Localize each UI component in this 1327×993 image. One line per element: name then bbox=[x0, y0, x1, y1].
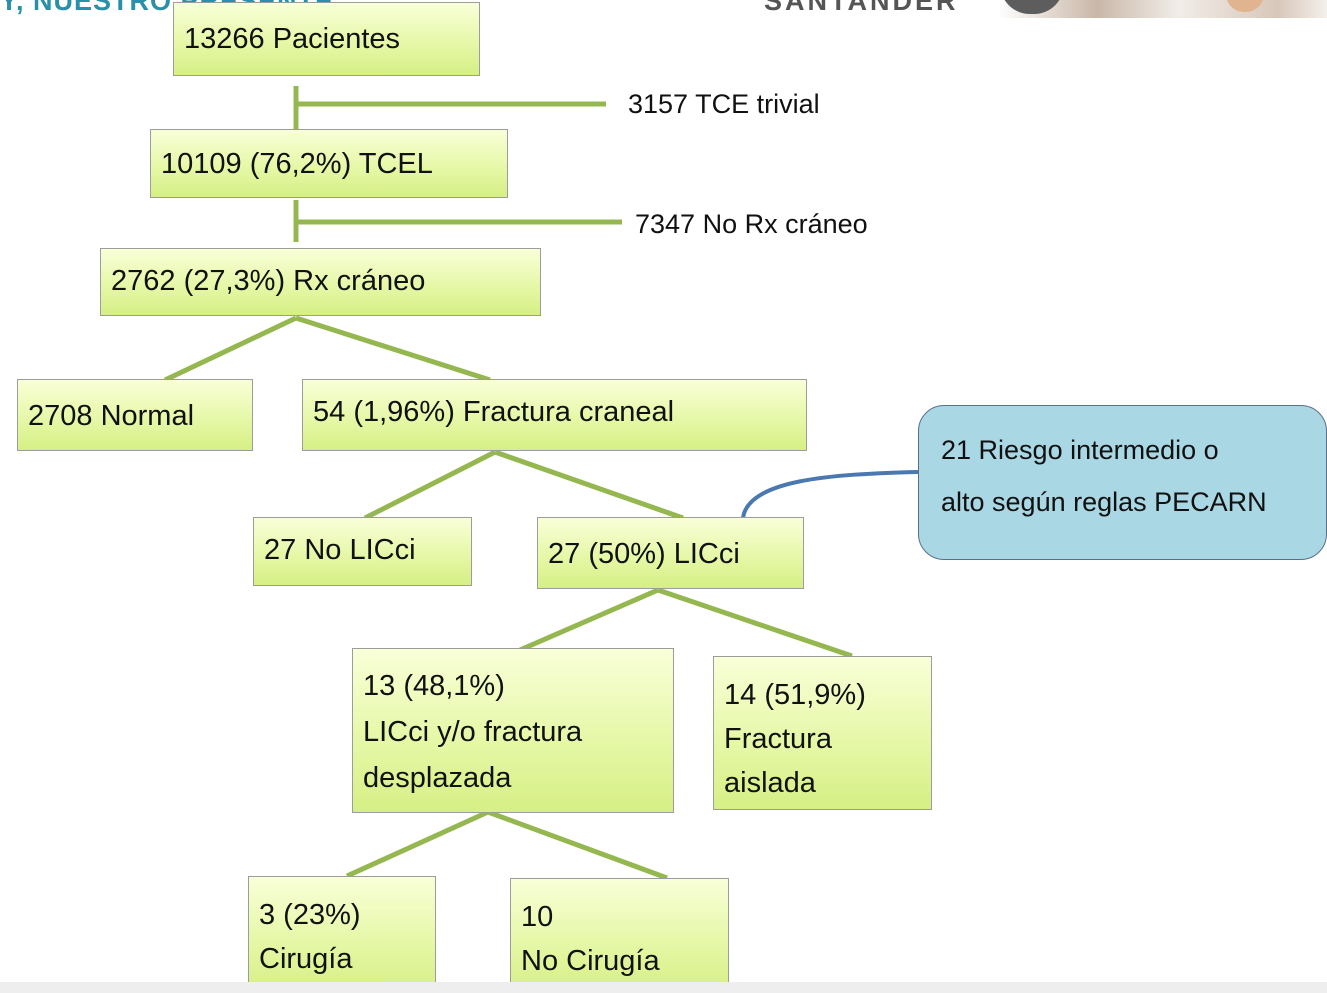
node-fractura-aislada-line-2: Fractura bbox=[724, 723, 832, 755]
node-pacientes: 13266 Pacientes bbox=[173, 2, 480, 76]
node-normal: 2708 Normal bbox=[17, 379, 253, 451]
node-licci-desplazada-line-3: desplazada bbox=[363, 762, 512, 794]
node-no-cirugia: 10 No Cirugía bbox=[510, 878, 729, 993]
node-no-licci-label: 27 No LICci bbox=[264, 534, 416, 566]
callout-connector bbox=[741, 470, 919, 519]
node-licci-desplazada-line-2: LICci y/o fractura bbox=[363, 716, 583, 748]
node-no-licci: 27 No LICci bbox=[253, 517, 472, 586]
node-cirugia-line-1: 3 (23%) bbox=[259, 899, 361, 931]
node-tcel-label: 10109 (76,2%) TCEL bbox=[161, 148, 433, 180]
node-tcel: 10109 (76,2%) TCEL bbox=[150, 129, 508, 198]
node-fractura-aislada: 14 (51,9%) Fractura aislada bbox=[713, 656, 932, 810]
pecarn-callout-line-1: 21 Riesgo intermedio o bbox=[941, 435, 1219, 465]
node-fractura-aislada-line-1: 14 (51,9%) bbox=[724, 679, 866, 711]
node-pacientes-label: 13266 Pacientes bbox=[184, 23, 401, 55]
node-no-cirugia-line-2: No Cirugía bbox=[521, 945, 660, 977]
pecarn-callout-line-2: alto según reglas PECARN bbox=[941, 487, 1267, 517]
connector-fractura-licci bbox=[494, 449, 684, 521]
connector-desplazada-nocirugia bbox=[487, 809, 668, 881]
node-rx-craneo-label: 2762 (27,3%) Rx cráneo bbox=[111, 265, 426, 297]
node-cirugia-line-2: Cirugía bbox=[259, 943, 353, 975]
pecarn-callout: 21 Riesgo intermedio o alto según reglas… bbox=[918, 405, 1327, 560]
node-fractura-aislada-line-3: aislada bbox=[724, 767, 816, 799]
connector-rx-fractura bbox=[295, 315, 491, 383]
side-label-no-rx-craneo: 7347 No Rx cráneo bbox=[635, 209, 868, 239]
node-no-cirugia-line-1: 10 bbox=[521, 901, 554, 933]
connector-fractura-nolicci bbox=[363, 449, 497, 521]
header-photo-figure bbox=[1000, 0, 1064, 14]
node-licci-label: 27 (50%) LICci bbox=[548, 538, 740, 570]
node-licci-desplazada-line-1: 13 (48,1%) bbox=[363, 670, 505, 702]
node-licci-desplazada: 13 (48,1%) LICci y/o fractura desplazada bbox=[352, 648, 674, 813]
header-photo-hand bbox=[1226, 0, 1264, 12]
node-normal-label: 2708 Normal bbox=[28, 400, 195, 432]
connector-desplazada-cirugia bbox=[345, 809, 490, 879]
node-licci: 27 (50%) LICci bbox=[537, 517, 804, 589]
side-label-tce-trivial: 3157 TCE trivial bbox=[628, 89, 820, 119]
header-right-title: SANTANDER bbox=[764, 0, 959, 16]
bottom-bar bbox=[0, 982, 1327, 993]
connector-rx-normal bbox=[163, 315, 298, 383]
connector-licci-aislada bbox=[657, 587, 853, 659]
connector-licci-desplazada bbox=[519, 587, 659, 653]
node-fractura-craneal-label: 54 (1,96%) Fractura craneal bbox=[313, 396, 675, 428]
node-fractura-craneal: 54 (1,96%) Fractura craneal bbox=[302, 379, 807, 451]
node-rx-craneo: 2762 (27,3%) Rx cráneo bbox=[100, 248, 541, 316]
node-cirugia: 3 (23%) Cirugía bbox=[248, 876, 436, 993]
